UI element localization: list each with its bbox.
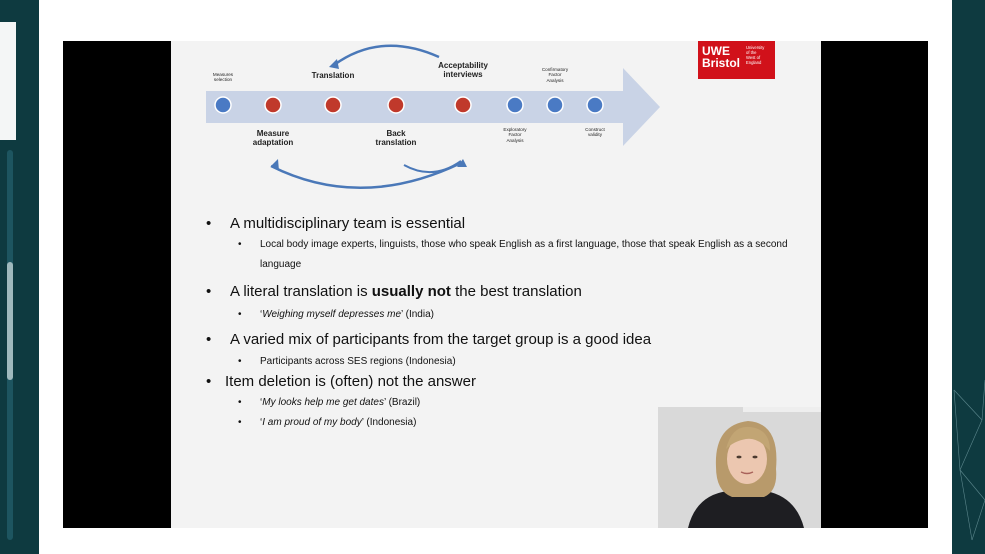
node-construct-validity (586, 96, 604, 114)
bottom-small-curve-arrow (403, 160, 462, 174)
sub-bullet-text: ‘Weighing myself depresses me’ (India) (260, 305, 434, 325)
process-arrow (206, 68, 660, 146)
node-translation (324, 96, 342, 114)
bullet-text-bold: usually not (371, 283, 451, 300)
label-translation: Translation (311, 71, 355, 80)
label-measures-selection: Measures selection (212, 72, 234, 83)
side-card (0, 22, 16, 140)
left-side-panel (0, 0, 39, 554)
node-acceptability-interviews (454, 96, 472, 114)
quote-text: I am proud of my body (262, 417, 362, 428)
label-measure-adaptation: Measure adaptation (252, 129, 294, 148)
node-back-translation (387, 96, 405, 114)
sub-bullet-dot: • (238, 417, 242, 428)
sub-bullet-dot: • (238, 356, 242, 367)
quote-mark: ‘ (260, 397, 263, 408)
bullet-dot: • (206, 215, 212, 232)
top-curve-arrow (333, 44, 440, 67)
bullet-text-part: A literal translation is (230, 283, 372, 300)
quote-text: My looks help me get dates (262, 397, 384, 408)
quote-mark: ‘ (260, 417, 263, 428)
bullet-dot: • (206, 283, 212, 300)
label-back-translation: Back translation (375, 129, 417, 148)
sub-bullet-text: Local body image experts, linguists, tho… (260, 239, 788, 270)
bottom-curve-arrow (270, 161, 462, 189)
speaker-webcam[interactable] (658, 407, 821, 528)
sub-bullet-dot: • (238, 397, 242, 408)
quote-mark: ‘ (260, 309, 263, 320)
bullet-text: A multidisciplinary team is essential (230, 215, 466, 232)
network-pattern-icon (953, 379, 985, 541)
presentation-slide: Measures selection Translation Acceptabi… (171, 41, 821, 528)
label-exploratory-factor-analysis: Exploratory Factor Analysis (503, 127, 527, 143)
logo-university-name: University of the West of England (746, 45, 765, 65)
label-acceptability-interviews: Acceptability interviews (438, 61, 488, 80)
quote-suffix: ’ (Brazil) (383, 397, 421, 408)
quote-text: Weighing myself depresses me (262, 309, 401, 320)
bullet-dot: • (206, 331, 212, 348)
quote-suffix: ’ (Indonesia) (361, 417, 417, 428)
right-side-panel (952, 0, 985, 554)
bullet-text: Item deletion is (often) not the answer (225, 373, 476, 390)
node-measures-selection (214, 96, 232, 114)
quote-suffix: ’ (India) (401, 309, 434, 320)
scrollbar-thumb[interactable] (7, 262, 13, 380)
sub-bullet-dot: • (238, 309, 242, 320)
sub-bullet-text: ‘My looks help me get dates’ (Brazil) (260, 393, 420, 413)
node-confirmatory-factor-analysis (546, 96, 564, 114)
node-exploratory-factor-analysis (506, 96, 524, 114)
bullet-text-part: the best translation (450, 283, 582, 300)
node-measure-adaptation (264, 96, 282, 114)
logo-wordmark: UWE Bristol (702, 44, 741, 70)
uwe-bristol-logo: UWE Bristol University of the West of En… (698, 41, 775, 79)
label-confirmatory-factor-analysis: Confirmatory Factor Analysis (541, 67, 569, 83)
sub-bullet-text: ‘I am proud of my body’ (Indonesia) (260, 413, 416, 433)
sub-bullet-dot: • (238, 239, 242, 250)
speaker-video-image (658, 407, 821, 528)
bullet-text: A varied mix of participants from the ta… (230, 331, 652, 348)
sub-bullet-text: Participants across SES regions (Indones… (260, 356, 456, 367)
bullet-dot: • (206, 373, 212, 390)
process-diagram (206, 44, 660, 189)
label-construct-validity: Construct validity (585, 127, 605, 138)
bullet-text: A literal translation is usually not the… (230, 283, 582, 300)
